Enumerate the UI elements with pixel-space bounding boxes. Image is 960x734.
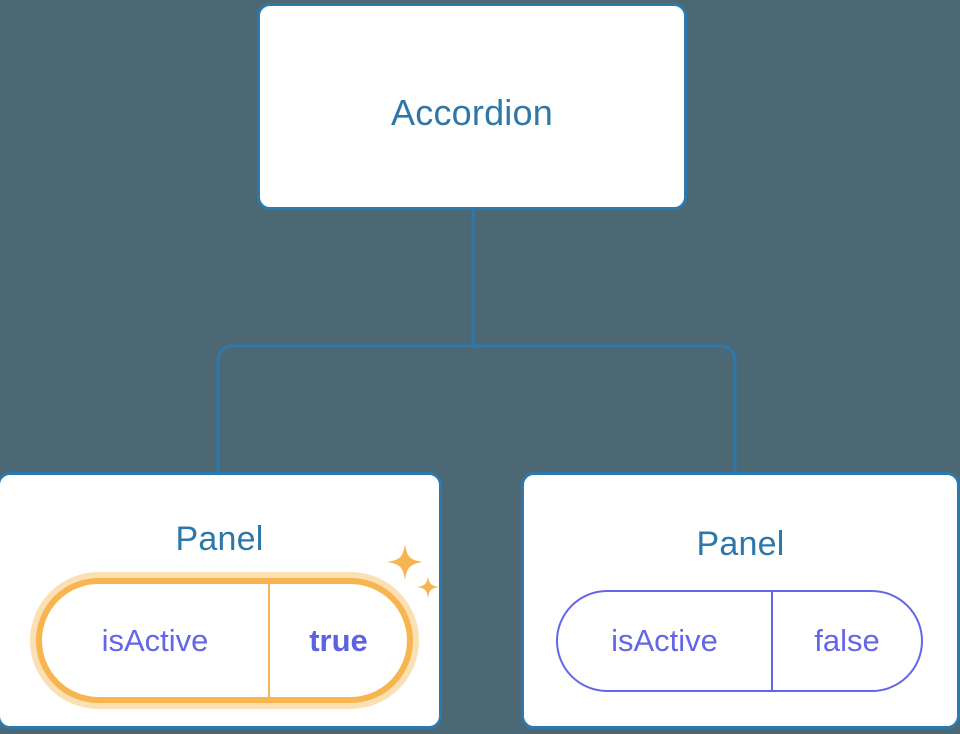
node-panel-left-label: Panel — [175, 520, 264, 558]
node-panel-right-label: Panel — [696, 525, 785, 563]
node-accordion-label: Accordion — [391, 92, 553, 133]
prop-pill-isactive-true[interactable]: isActive true — [36, 578, 413, 703]
prop-value: true — [309, 622, 368, 658]
prop-value: false — [814, 623, 880, 658]
node-accordion[interactable]: Accordion — [257, 3, 687, 210]
prop-key: isActive — [42, 584, 270, 697]
connector-branch — [216, 344, 737, 472]
prop-key: isActive — [558, 592, 773, 690]
prop-pill-isactive-false[interactable]: isActive false — [556, 590, 923, 692]
